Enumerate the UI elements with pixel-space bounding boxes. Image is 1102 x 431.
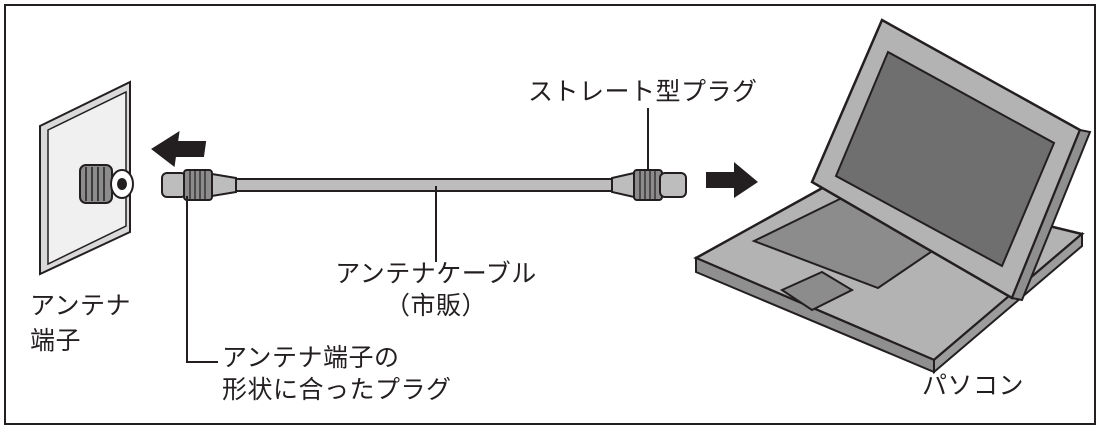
left-arrow xyxy=(151,131,207,167)
antenna-cable xyxy=(235,178,613,192)
antenna-terminal-label-line1: アンテナ xyxy=(30,291,132,320)
matched-plug-label-line1: アンテナ端子の xyxy=(222,343,400,372)
straight-plug-label: ストレート型プラグ xyxy=(528,77,758,106)
right-arrow xyxy=(706,162,758,198)
cable-label-line2: （市販） xyxy=(384,291,487,320)
terminal-plug xyxy=(161,169,237,201)
pc-label: パソコン xyxy=(922,371,1025,400)
matched-plug-label-line2: 形状に合ったプラグ xyxy=(222,375,452,404)
laptop xyxy=(693,18,1092,375)
f-connector xyxy=(79,164,134,204)
cable-label-line1: アンテナケーブル xyxy=(335,259,537,288)
leader-lines xyxy=(186,108,649,363)
antenna-wall-terminal xyxy=(39,80,134,276)
straight-plug xyxy=(611,169,687,201)
antenna-terminal-label-line2: 端子 xyxy=(30,326,82,355)
